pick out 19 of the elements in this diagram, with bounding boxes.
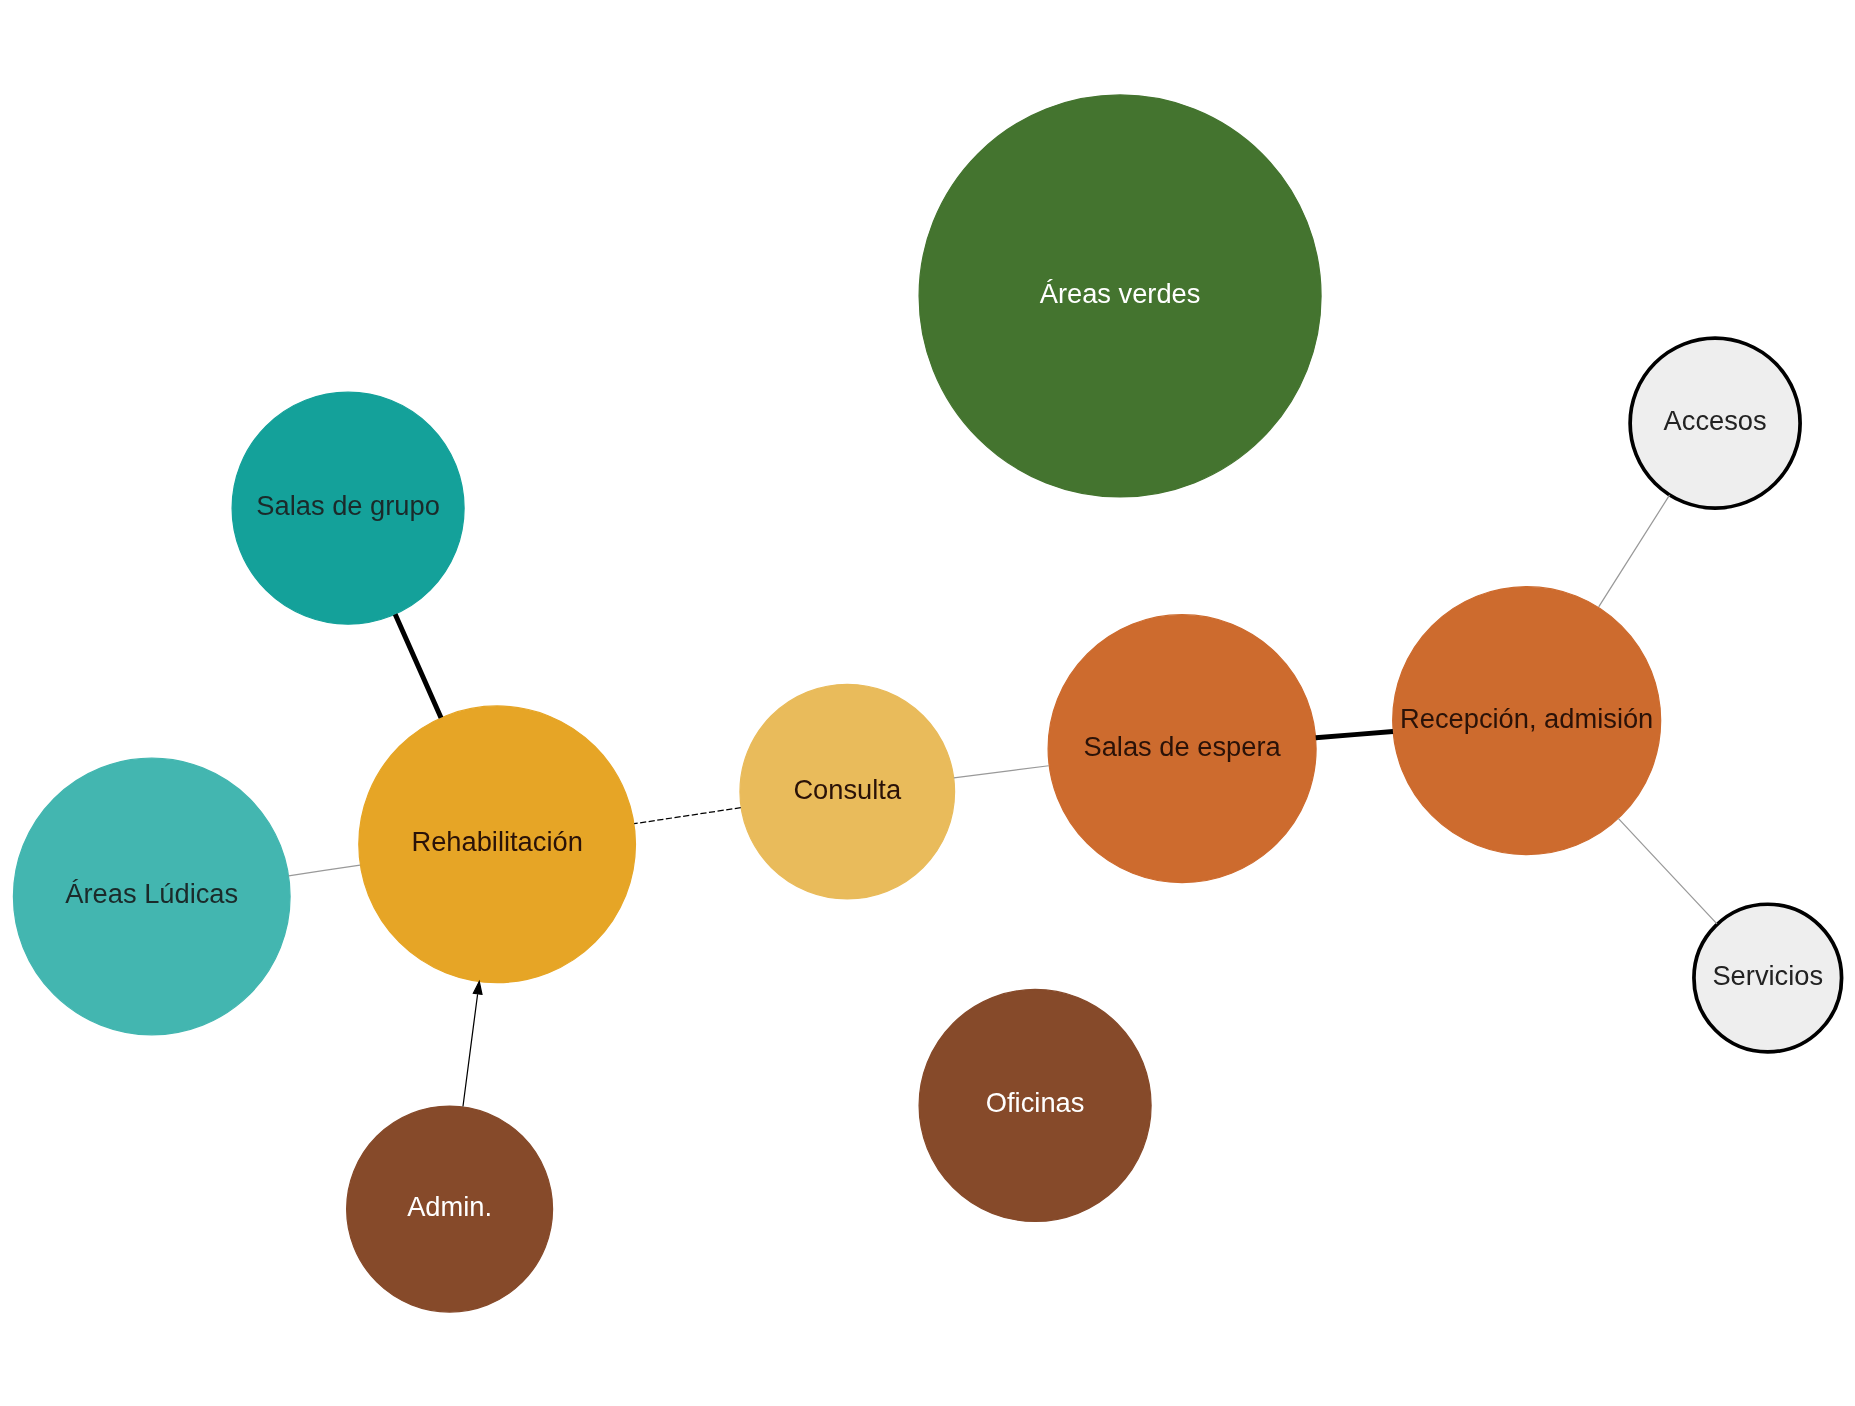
connector: [392, 612, 444, 719]
node-circle: Rehabilitación: [358, 704, 637, 983]
node-circle: Consulta: [739, 683, 956, 900]
node-circle: Áreas Lúdicas: [12, 757, 291, 1035]
connector: [1617, 817, 1718, 924]
connector: [1598, 494, 1671, 608]
node-circle: Admin.: [346, 1104, 554, 1313]
node-circle: Recepción, admisión: [1392, 585, 1662, 855]
node-circle: Accesos: [1628, 335, 1802, 510]
connector: [953, 764, 1050, 779]
arrow: [462, 979, 483, 1107]
connector: [1315, 728, 1394, 740]
node-circle: Servicios: [1692, 901, 1844, 1054]
connector: [633, 806, 742, 824]
node-circle: Áreas verdes: [918, 93, 1322, 498]
connector: [287, 863, 361, 876]
node-circle: Oficinas: [918, 988, 1152, 1222]
node-circle: Salas de espera: [1047, 613, 1317, 883]
node-circle: Salas de grupo: [231, 391, 465, 625]
